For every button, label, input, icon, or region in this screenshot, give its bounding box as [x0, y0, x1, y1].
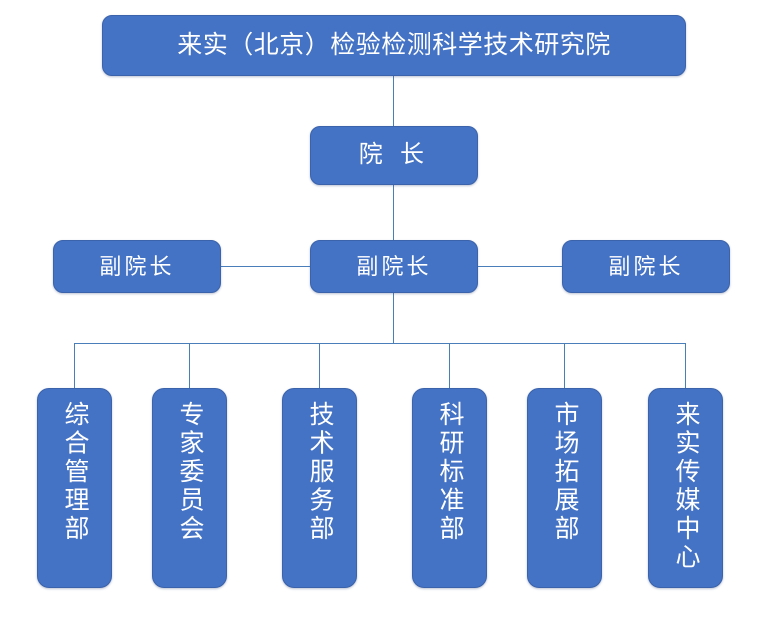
org-node-vice-director-center[interactable]: 副院长 [310, 240, 478, 293]
org-node-vice-director-left-label: 副院长 [99, 253, 175, 279]
org-node-vice-director-left[interactable]: 副院长 [53, 240, 221, 293]
connector-bus-to-dept-1 [189, 343, 190, 388]
connector-bus-to-dept-2 [319, 343, 320, 388]
org-node-vice-director-right-label: 副院长 [608, 253, 684, 279]
org-node-department-2-label: 技术服务部 [306, 401, 334, 544]
org-node-department-market-development[interactable]: 市场拓展部 [527, 388, 602, 588]
org-node-root-label: 来实（北京）检验检测科学技术研究院 [177, 30, 611, 59]
org-node-director[interactable]: 院 长 [310, 126, 478, 185]
org-node-department-3-label: 科研标准部 [436, 401, 464, 544]
connector-bus-to-dept-4 [564, 343, 565, 388]
connector-department-bus [74, 343, 686, 344]
org-node-department-research-standards[interactable]: 科研标准部 [412, 388, 487, 588]
connector-vice-center-to-right [478, 266, 562, 267]
org-node-department-expert-committee[interactable]: 专家委员会 [152, 388, 227, 588]
org-node-vice-director-center-label: 副院长 [356, 253, 432, 279]
org-node-root[interactable]: 来实（北京）检验检测科学技术研究院 [102, 15, 686, 76]
connector-vice-center-to-left [221, 266, 310, 267]
org-node-department-general-management[interactable]: 综合管理部 [37, 388, 112, 588]
connector-bus-to-dept-0 [74, 343, 75, 388]
connector-vice-to-bus [393, 293, 394, 344]
org-node-director-label: 院 长 [358, 141, 430, 169]
org-node-department-5-label: 来实传媒中心 [672, 401, 700, 572]
connector-root-to-director [393, 76, 394, 126]
org-node-vice-director-right[interactable]: 副院长 [562, 240, 730, 293]
org-node-department-4-label: 市场拓展部 [551, 401, 579, 544]
org-node-department-technical-service[interactable]: 技术服务部 [282, 388, 357, 588]
org-node-department-media-center[interactable]: 来实传媒中心 [648, 388, 723, 588]
org-node-department-0-label: 综合管理部 [61, 401, 89, 544]
connector-bus-to-dept-3 [449, 343, 450, 388]
org-node-department-1-label: 专家委员会 [176, 401, 204, 544]
connector-bus-to-dept-5 [685, 343, 686, 388]
connector-director-to-vice [393, 185, 394, 240]
